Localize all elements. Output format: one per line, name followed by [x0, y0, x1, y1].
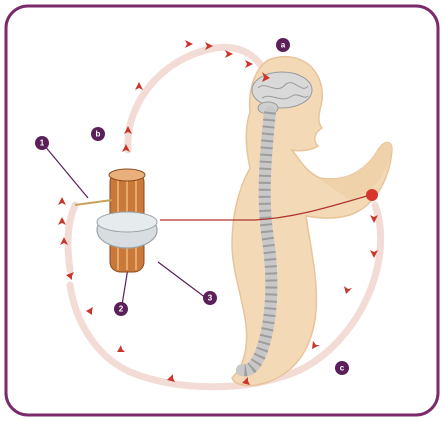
badge-b: b: [91, 127, 105, 141]
svg-text:a: a: [281, 41, 286, 50]
svg-text:1: 1: [40, 139, 45, 148]
stimulus-point: [366, 189, 378, 201]
svg-text:b: b: [96, 130, 101, 139]
badge-a: a: [276, 38, 290, 52]
badge-3: 3: [203, 291, 217, 305]
svg-text:c: c: [340, 364, 345, 373]
svg-text:2: 2: [119, 305, 124, 314]
badge-2: 2: [114, 302, 128, 316]
badge-c: c: [335, 361, 349, 375]
badge-1: 1: [35, 136, 49, 150]
svg-text:3: 3: [208, 294, 213, 303]
